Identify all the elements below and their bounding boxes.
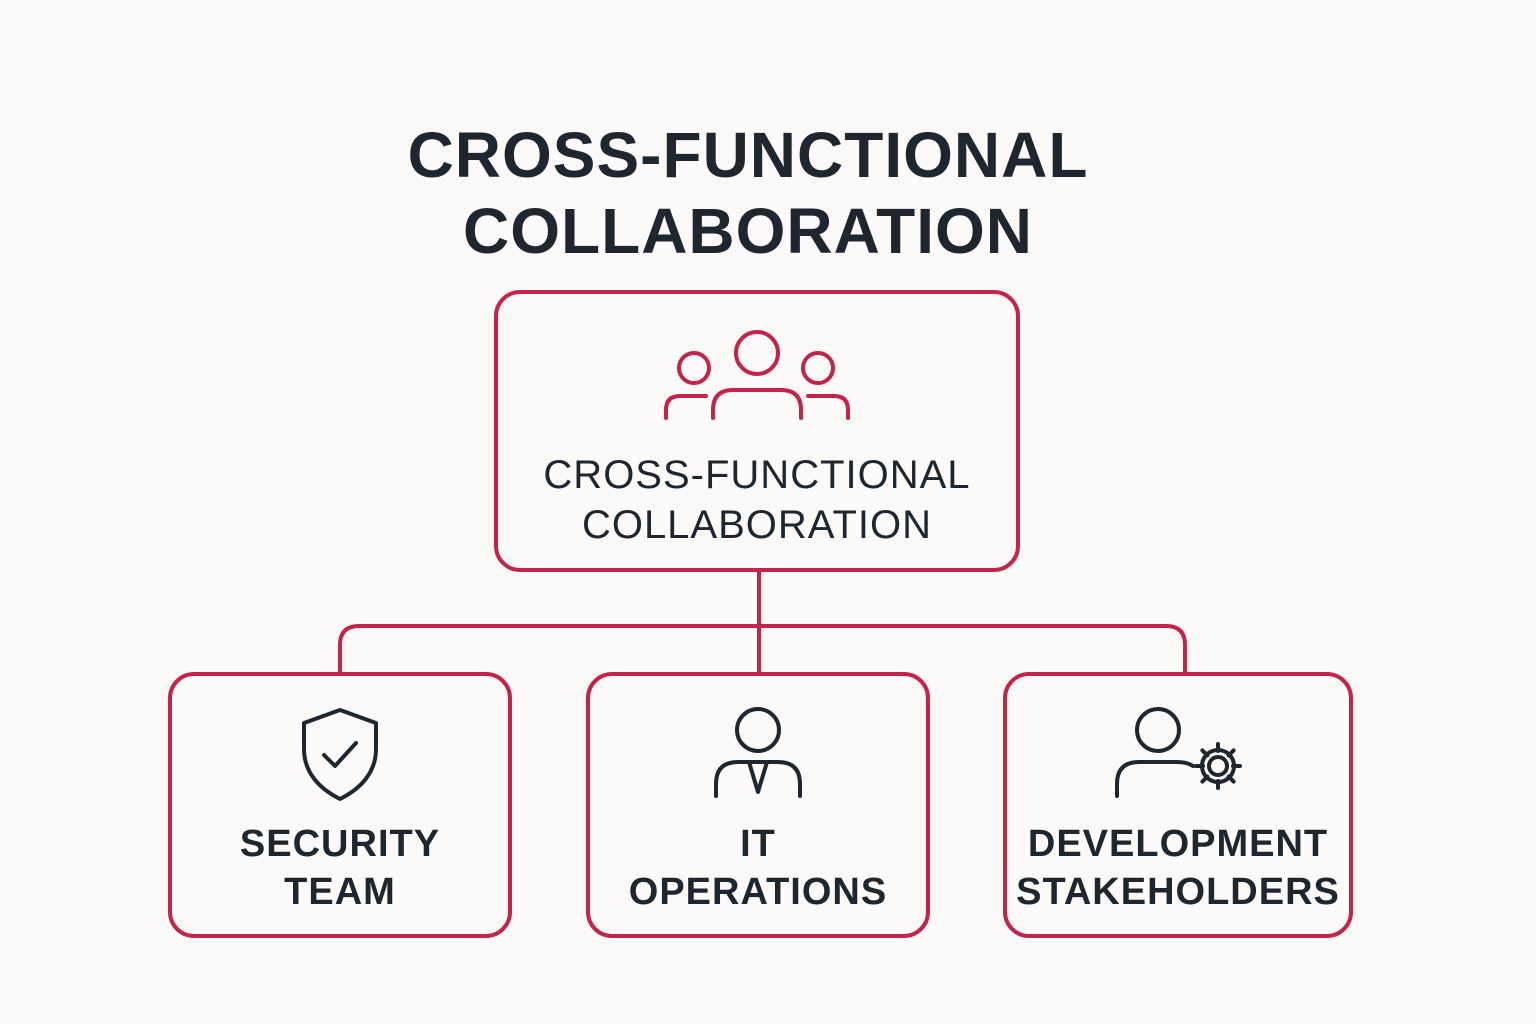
root-node-label-line-2: COLLABORATION [581, 503, 933, 547]
development-stakeholders-label: DEVELOPMENT STAKEHOLDERS [1007, 820, 1349, 916]
connector-crossbar [338, 624, 1187, 672]
page-title-line-2: COLLABORATION [463, 194, 1033, 267]
person-tie-icon [714, 707, 802, 798]
root-node-cross-functional-collaboration: CROSS-FUNCTIONAL COLLABORATION [494, 290, 1020, 572]
person-gear-icon [1115, 707, 1242, 798]
root-node-label-line-1: CROSS-FUNCTIONAL [543, 453, 971, 497]
child-node-it-operations: IT OPERATIONS [586, 672, 930, 938]
security-team-label-line-2: TEAM [284, 871, 396, 913]
page-title: CROSS-FUNCTIONAL COLLABORATION [0, 117, 1496, 269]
child-node-development-stakeholders: DEVELOPMENT STAKEHOLDERS [1003, 672, 1353, 938]
child-node-security-team: SECURITY TEAM [168, 672, 512, 938]
it-operations-label-line-1: IT [740, 823, 776, 865]
it-operations-label-line-2: OPERATIONS [628, 871, 888, 913]
security-team-label-line-1: SECURITY [239, 823, 441, 865]
security-team-label: SECURITY TEAM [172, 820, 508, 916]
team-group-icon [664, 330, 850, 420]
development-stakeholders-label-line-1: DEVELOPMENT [1027, 823, 1329, 865]
root-node-label: CROSS-FUNCTIONAL COLLABORATION [498, 450, 1016, 550]
shield-check-icon [302, 708, 378, 801]
gear-icon [1194, 742, 1242, 790]
development-stakeholders-label-line-2: STAKEHOLDERS [1016, 871, 1340, 913]
it-operations-label: IT OPERATIONS [590, 820, 926, 916]
page-title-line-1: CROSS-FUNCTIONAL [407, 118, 1089, 191]
